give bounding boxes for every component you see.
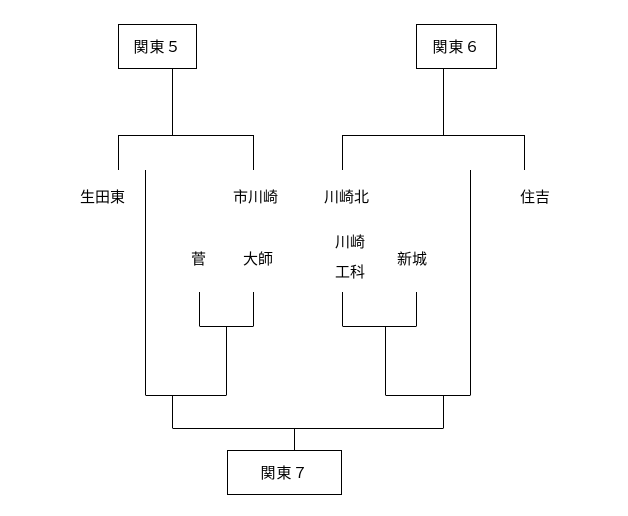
team-sumiyoshi: 住吉	[520, 188, 551, 206]
team-ikutahigashi: 生田東	[80, 188, 126, 206]
team-kawasaki-kouka-line2: 工科	[334, 263, 365, 281]
kanto6-box: 関東６	[416, 24, 497, 69]
kanto5-label: 関東５	[133, 38, 182, 56]
kanto6-label: 関東６	[432, 38, 481, 56]
team-shinjo: 新城	[397, 250, 428, 268]
team-ichikawasaki: 市川崎	[233, 188, 279, 206]
team-kawasaki-kouka: 川崎 工科	[330, 227, 370, 287]
team-suga: 菅	[191, 250, 207, 268]
team-kawasaki-kouka-line1: 川崎	[334, 233, 365, 251]
kanto7-box: 関東７	[227, 450, 342, 495]
team-kawasakikita: 川崎北	[324, 188, 370, 206]
team-daishi: 大師	[243, 250, 274, 268]
kanto5-box: 関東５	[118, 24, 197, 69]
kanto7-label: 関東７	[260, 464, 309, 482]
